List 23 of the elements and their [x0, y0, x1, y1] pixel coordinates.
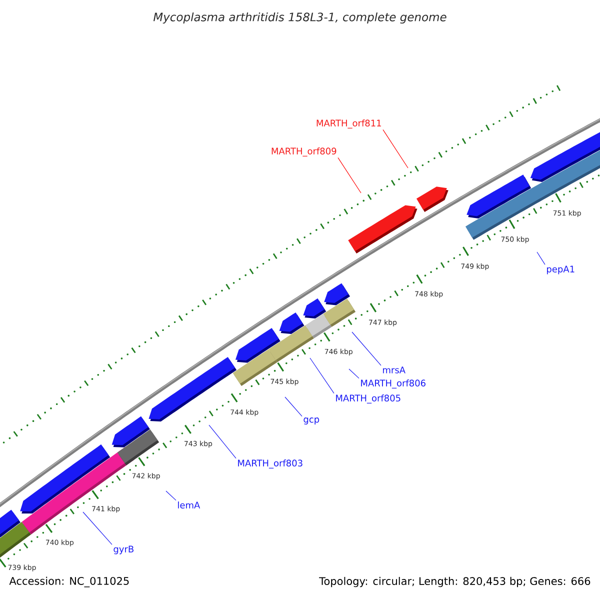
leader-line: [348, 368, 360, 379]
gene-label: gyrB: [114, 546, 134, 554]
gene-label: pepA1: [547, 266, 574, 274]
gene-label: MARTH_orf805: [336, 394, 400, 404]
accession-text: Accession: NC_011025: [9, 576, 129, 588]
leader-line: [310, 358, 334, 394]
gene-label: MARTH_orf809: [272, 148, 336, 156]
leader-line: [536, 252, 546, 265]
leader-line: [284, 396, 302, 417]
leader-line: [338, 157, 362, 194]
gene-label: MARTH_orf811: [316, 120, 381, 128]
leader-line: [166, 490, 176, 501]
gene-label: lemA: [178, 502, 200, 508]
leader-line: [352, 332, 382, 366]
title: Mycoplasma arthritidis 158L3-1, complete genome: [153, 12, 446, 24]
leader-line: [82, 512, 112, 545]
leader-line: [208, 424, 236, 459]
gene-label: gcp: [304, 418, 320, 424]
gene-label: mrsA: [383, 366, 406, 374]
gene-label: MARTH_orf803: [238, 460, 302, 468]
genome-summary: Topology: circular; Length: 820,453 bp; Genes: 666: [319, 576, 590, 588]
gene-label: MARTH_orf806: [361, 380, 426, 388]
leader-line: [382, 129, 408, 168]
